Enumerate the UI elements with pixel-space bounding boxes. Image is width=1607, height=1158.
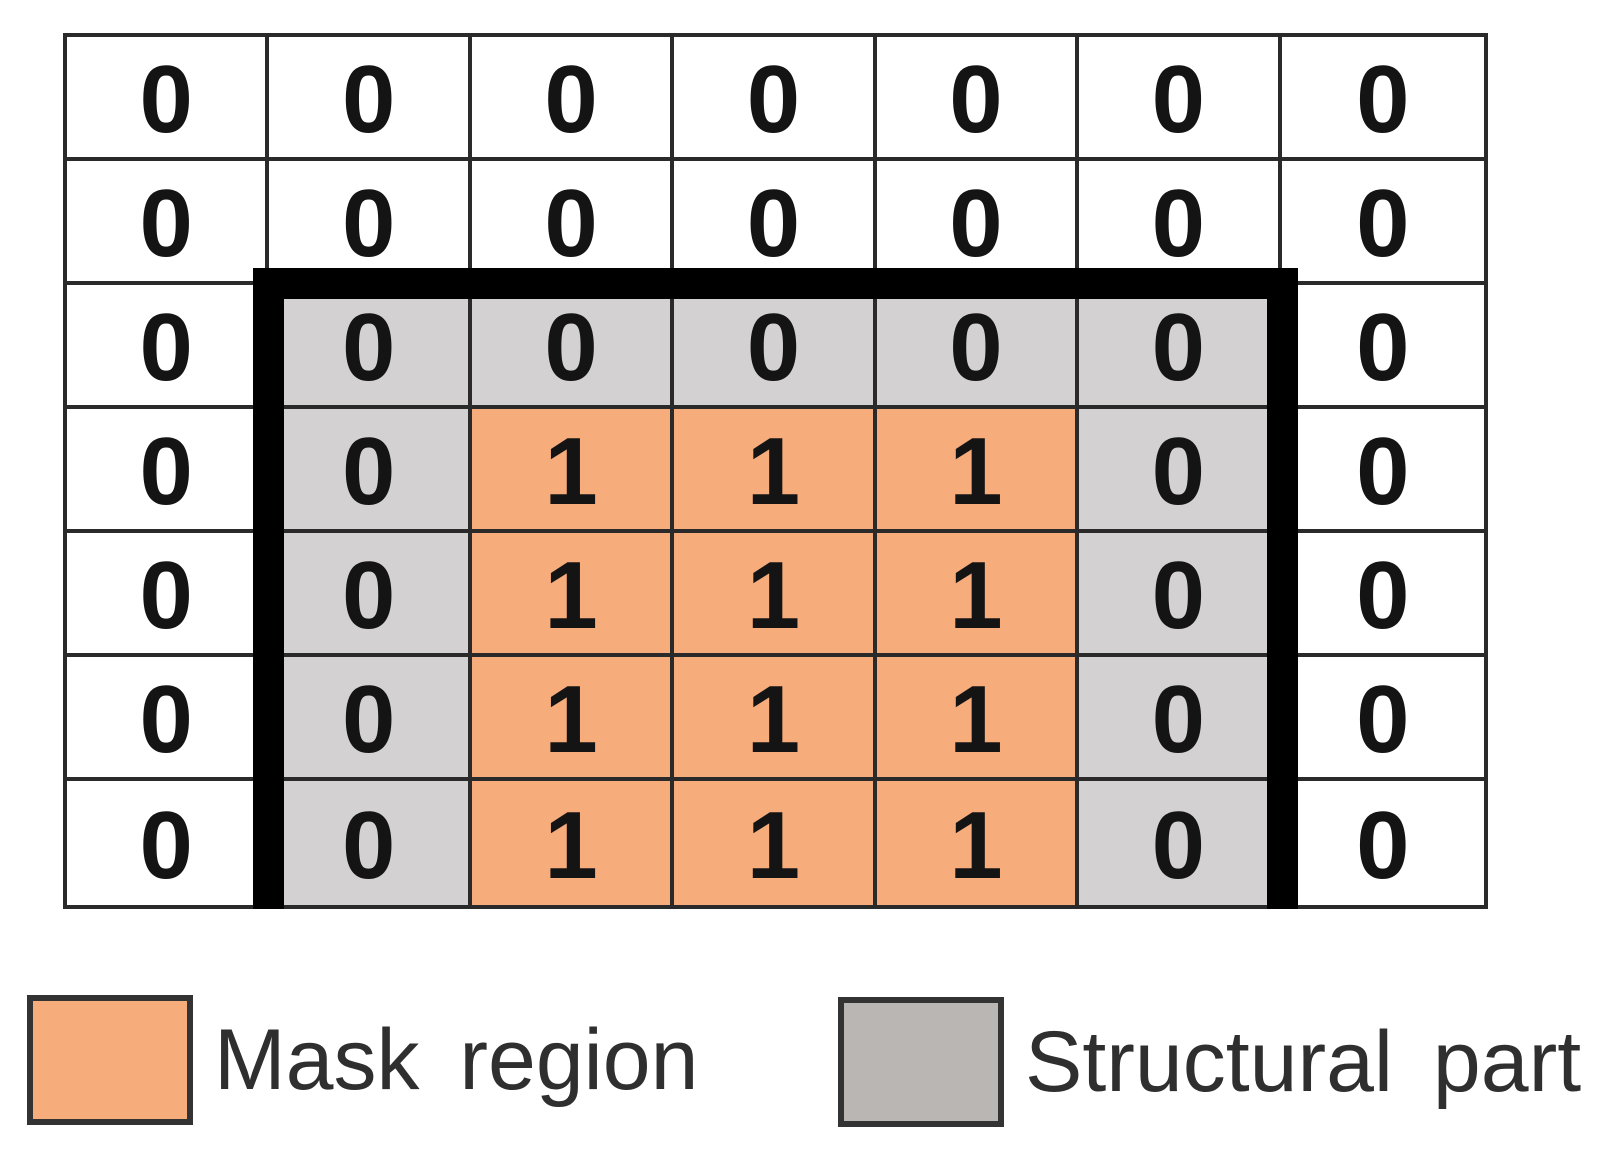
grid-cell: 0 [269, 657, 472, 781]
grid-cell: 1 [674, 533, 877, 657]
grid-cell: 0 [1079, 533, 1282, 657]
grid-cell: 0 [1281, 657, 1484, 781]
grid-cell: 1 [674, 657, 877, 781]
legend-item-structural: Structural part [1025, 997, 1581, 1127]
grid-cell: 0 [1281, 285, 1484, 409]
grid-cell: 0 [269, 37, 472, 161]
grid-cell: 0 [67, 409, 270, 533]
grid-cell: 0 [269, 285, 472, 409]
grid-cell: 0 [67, 657, 270, 781]
grid-cell: 0 [471, 37, 675, 161]
grid-cell: 0 [674, 161, 877, 285]
grid-cell: 0 [471, 285, 675, 409]
grid-cell: 0 [1079, 285, 1282, 409]
grid-cell: 1 [674, 781, 877, 905]
grid-cell: 0 [67, 161, 270, 285]
grid-cell: 1 [471, 533, 675, 657]
grid-cell: 0 [876, 37, 1080, 161]
structural-part-swatch [838, 997, 1004, 1127]
grid-cell: 0 [67, 37, 270, 161]
grid-cell: 1 [471, 657, 675, 781]
mask-region-swatch [27, 995, 193, 1125]
grid-cell: 1 [471, 409, 675, 533]
grid-cell: 0 [269, 409, 472, 533]
grid-cell: 1 [876, 533, 1080, 657]
structural-part-label: Structural part [1025, 1013, 1582, 1110]
grid-cell: 0 [1281, 409, 1484, 533]
mask-region-label: Mask region [214, 1011, 699, 1108]
grid-cell: 0 [1281, 781, 1484, 905]
grid-cell: 0 [1281, 161, 1484, 285]
grid-cell: 0 [1079, 37, 1282, 161]
grid-cell: 0 [269, 533, 472, 657]
grid-cell: 0 [269, 781, 472, 905]
legend-item-mask: Mask region [214, 995, 698, 1125]
grid-cell: 0 [1079, 657, 1282, 781]
grid-cell: 0 [674, 285, 877, 409]
grid-cell: 0 [876, 161, 1080, 285]
grid-cell: 0 [1079, 781, 1282, 905]
grid-cell: 0 [67, 285, 270, 409]
grid-cell: 0 [1079, 161, 1282, 285]
grid-cell: 0 [67, 533, 270, 657]
grid-cell: 0 [269, 161, 472, 285]
grid-cell: 1 [471, 781, 675, 905]
grid-cell: 0 [1079, 409, 1282, 533]
grid-cell: 0 [471, 161, 675, 285]
grid-cell: 1 [674, 409, 877, 533]
grid-cell: 0 [67, 781, 270, 905]
grid-cell: 1 [876, 781, 1080, 905]
grid-cell: 0 [1281, 533, 1484, 657]
grid-cell: 0 [876, 285, 1080, 409]
grid-cell: 1 [876, 657, 1080, 781]
grid-cell: 0 [1281, 37, 1484, 161]
grid-cell: 1 [876, 409, 1080, 533]
grid-cell: 0 [674, 37, 877, 161]
